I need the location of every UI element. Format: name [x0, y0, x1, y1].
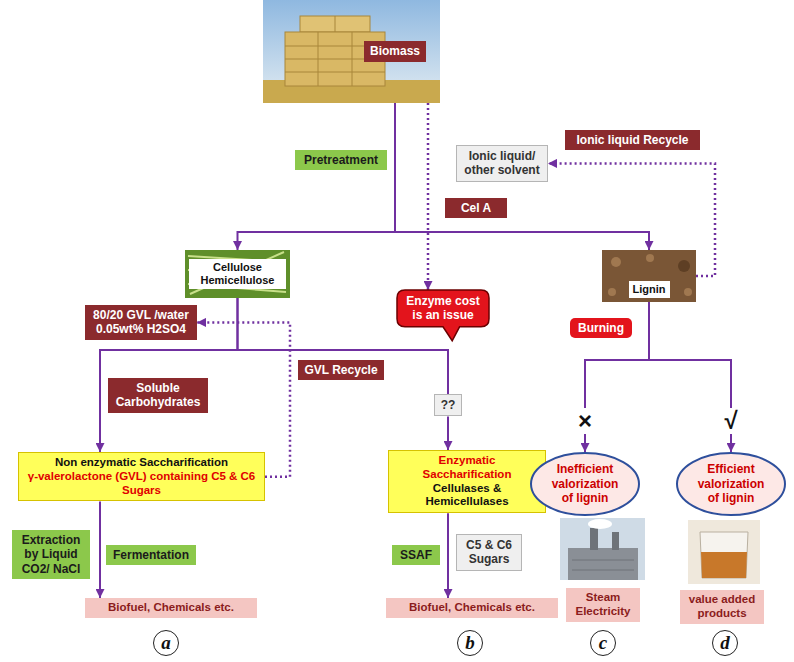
node-text: ??	[441, 398, 456, 412]
node-text: Steam Electricity	[570, 591, 636, 619]
lignin-photo-box: Lignin	[602, 250, 696, 302]
lignin-ground	[602, 250, 696, 302]
plant-chimney	[590, 528, 598, 550]
steam-cloud	[588, 519, 612, 529]
lignin-photo	[602, 250, 696, 302]
node-text: Lignin	[629, 281, 670, 298]
step-box: Pretreatment	[295, 150, 387, 170]
node-text: Biofuel, Chemicals etc.	[409, 601, 535, 615]
node-text: GVL Recycle	[304, 363, 377, 377]
node-text: Enzymatic Saccharification	[393, 454, 541, 482]
plant-sky	[560, 518, 645, 580]
node-text: Cellulases & Hemicellulases	[393, 482, 541, 510]
node-text: Biofuel, Chemicals etc.	[108, 601, 234, 615]
recycle-connector	[548, 163, 715, 276]
node-text: Extraction by Liquid CO2/ NaCl	[16, 533, 86, 576]
cellulose-photo	[185, 250, 290, 298]
lignin-grain	[684, 288, 692, 296]
output-box: Biofuel, Chemicals etc.	[85, 598, 257, 618]
panel-letter: d	[712, 630, 738, 656]
solvent-box: Ionic liquid/ other solvent	[456, 145, 548, 182]
output-box: value added products	[680, 590, 764, 624]
node-text: value added products	[684, 593, 760, 621]
recycle-tag: GVL Recycle	[298, 360, 384, 380]
fibre-ground	[185, 250, 290, 298]
panel-letter: b	[457, 630, 483, 656]
biomass-photo: Biomass	[263, 0, 440, 103]
output-box: Biofuel, Chemicals etc.	[386, 598, 558, 618]
flow-connector	[447, 416, 449, 450]
product-box: C5 & C6 Sugars	[456, 534, 522, 571]
node-text: Ionic liquid Recycle	[576, 133, 688, 147]
cellulose-photo-box: Cellulose Hemicellulose	[185, 250, 290, 298]
lignin-grain	[646, 254, 654, 262]
hay-photo	[263, 0, 440, 103]
process-tag: Burning	[570, 318, 632, 338]
node-text: Cellulose Hemicellulose	[189, 259, 286, 289]
outcome-ellipse: Efficient valorization of lignin	[676, 452, 786, 516]
node-text: Fermentation	[113, 548, 189, 562]
node-text: Burning	[578, 321, 624, 335]
panel-letter: c	[590, 630, 616, 656]
fibre-strands	[188, 252, 286, 294]
lignin-grain	[608, 288, 616, 296]
recycle-connector	[427, 103, 430, 290]
node-text: Non enzymatic Saccharification	[55, 456, 228, 470]
node-text: 80/20 GVL /water 0.05wt% H2SO4	[89, 308, 193, 337]
node-text: Inefficient valorization of lignin	[546, 462, 624, 505]
lignin-grain	[611, 257, 621, 267]
output-box: Steam Electricity	[566, 588, 640, 622]
process-box: Enzymatic SaccharificationCellulases & H…	[388, 450, 546, 513]
ellipse-shape	[531, 453, 639, 515]
lignin-grain	[678, 260, 690, 272]
panel-letter: a	[153, 630, 179, 656]
photo-ground	[688, 520, 760, 584]
amber-liquid	[701, 552, 747, 578]
node-text: Ionic liquid/ other solvent	[461, 149, 543, 178]
recycle-tag: Ionic liquid Recycle	[565, 130, 700, 150]
node-text: γ-valerolactone (GVL) containing C5 & C6…	[23, 470, 260, 498]
cross-mark: ×	[573, 408, 597, 434]
glass-jar	[700, 532, 748, 578]
node-text: C5 & C6 Sugars	[461, 538, 517, 567]
node-text: Soluble Carbohydrates	[112, 381, 204, 410]
callout-bubble: Enzyme cost is an issue	[397, 290, 489, 327]
node-text: Efficient valorization of lignin	[692, 462, 770, 505]
step-box: Fermentation	[106, 545, 196, 565]
plant-chimney	[612, 532, 619, 550]
flow-connector	[447, 513, 449, 598]
step-box: SSAF	[392, 545, 440, 565]
node-text: Pretreatment	[304, 153, 378, 167]
plant-building	[568, 548, 638, 580]
condition-box: 80/20 GVL /water 0.05wt% H2SO4	[85, 305, 197, 340]
flow-connector	[395, 103, 649, 250]
power-plant-photo	[560, 518, 645, 580]
node-text: Biomass	[364, 41, 426, 61]
process-box: Non enzymatic Saccharificationγ-valerola…	[18, 452, 265, 501]
unknown-box: ??	[434, 394, 462, 416]
ellipse-shape	[677, 453, 785, 515]
bubble-shape	[397, 290, 489, 341]
flow-connector	[99, 501, 101, 598]
outcome-ellipse: Inefficient valorization of lignin	[530, 452, 640, 516]
node-text: Enzyme cost is an issue	[403, 294, 483, 323]
node-text: SSAF	[400, 548, 432, 562]
enzyme-tag: Cel A	[445, 198, 507, 218]
product-photo	[688, 520, 760, 584]
sky	[263, 0, 440, 103]
flow-connector	[238, 103, 396, 250]
node-text: Cel A	[461, 201, 491, 215]
check-mark: √	[719, 408, 743, 434]
step-box: Extraction by Liquid CO2/ NaCl	[12, 530, 90, 579]
plant-lines	[572, 560, 634, 570]
stream-tag: Soluble Carbohydrates	[108, 378, 208, 413]
